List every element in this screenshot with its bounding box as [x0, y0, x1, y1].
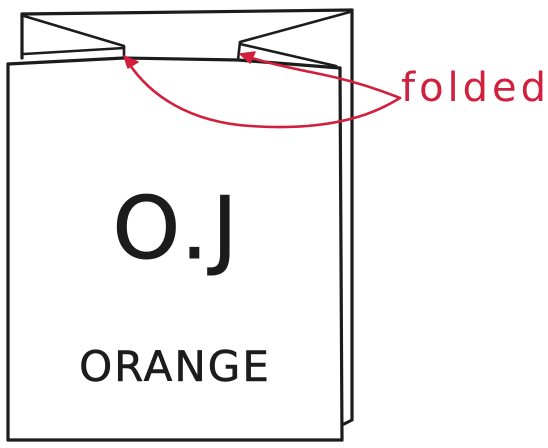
- carton-back-panel: [20, 8, 354, 426]
- carton-main-label: O.J: [112, 179, 242, 279]
- carton-sub-label: ORANGE: [79, 342, 271, 391]
- arrow-to-left-fold: [126, 60, 402, 129]
- carton-front-panel: [6, 56, 344, 442]
- fold-arrows: [123, 51, 402, 129]
- arrowhead-left: [123, 55, 139, 69]
- arrowhead-right: [239, 51, 256, 64]
- folded-flap-left: [22, 14, 126, 60]
- arrow-to-right-fold: [244, 54, 402, 100]
- folded-flap-right: [236, 10, 352, 68]
- folded-annotation: folded: [401, 65, 548, 111]
